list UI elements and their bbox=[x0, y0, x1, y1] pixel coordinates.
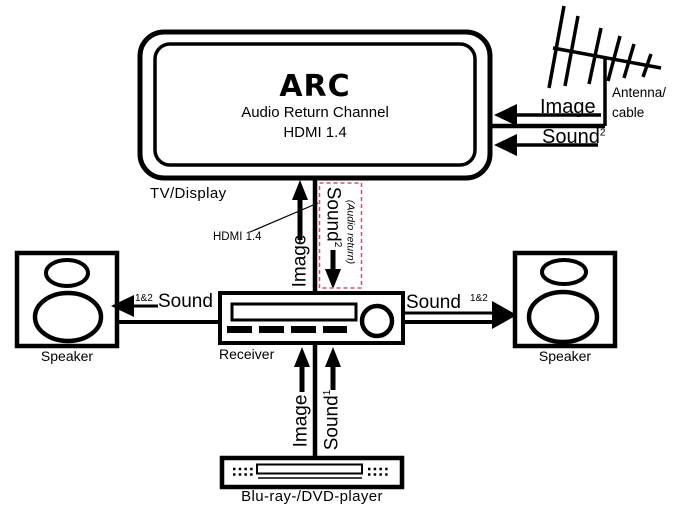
receiver-caption: Receiver bbox=[219, 346, 275, 362]
tv-inner-box bbox=[153, 42, 477, 167]
hdmi-note-pointer-line bbox=[249, 202, 319, 233]
right-speaker-box bbox=[512, 250, 618, 349]
arc-title: ARC bbox=[279, 69, 351, 104]
hdmi-note: HDMI 1.4 bbox=[213, 231, 262, 243]
left-speaker-box bbox=[14, 250, 120, 349]
audio-return-sound-text: Sound bbox=[322, 186, 344, 242]
tv-display-caption: TV/Display bbox=[150, 185, 227, 202]
bluray-caption: Blu-ray-/DVD-player bbox=[241, 488, 383, 505]
right-sound-sup: 1&2 bbox=[470, 293, 488, 304]
bluray-box bbox=[219, 455, 405, 490]
left-sound-sup: 1&2 bbox=[135, 293, 153, 304]
left-sound-label: Sound bbox=[158, 291, 213, 312]
audio-return-note: (Audio return) bbox=[344, 199, 357, 265]
left-speaker-caption: Speaker bbox=[40, 348, 94, 364]
antenna-sound-arrow bbox=[494, 134, 598, 156]
receiver-display bbox=[230, 302, 358, 322]
audio-return-highlight-box bbox=[318, 182, 363, 289]
right-sound-arrow bbox=[404, 301, 517, 329]
antenna-caption-line1: Antenna/ bbox=[612, 85, 667, 100]
right-speaker-caption: Speaker bbox=[538, 348, 592, 364]
antenna-sound-label: Sound2 bbox=[542, 127, 605, 147]
antenna-sound-sup: 2 bbox=[599, 127, 606, 139]
antenna-icon bbox=[490, 5, 662, 129]
bluray-image-arrow bbox=[294, 347, 310, 392]
arc-hdmi-spec: HDMI 1.4 bbox=[283, 124, 347, 141]
arc-subtitle: Audio Return Channel bbox=[241, 104, 389, 121]
antenna-image-label: Image bbox=[540, 96, 596, 118]
bluray-sound-arrow bbox=[325, 347, 341, 390]
audio-return-sound-sup: 2 bbox=[331, 241, 343, 248]
bluray-sound-text: Sound bbox=[321, 395, 343, 451]
antenna-caption-line2: cable bbox=[612, 104, 645, 120]
left-sound-arrow bbox=[111, 295, 158, 317]
receiver-box bbox=[218, 291, 405, 345]
tv-image-arrow bbox=[292, 180, 308, 240]
audio-return-sound-label: Sound2 bbox=[322, 186, 344, 248]
antenna-sound-text: Sound bbox=[542, 126, 600, 148]
receiver-knob bbox=[359, 303, 395, 339]
antenna-image-arrow bbox=[494, 104, 601, 126]
right-sound-label: Sound bbox=[406, 292, 461, 313]
bluray-image-label: Image bbox=[290, 394, 312, 448]
bluray-tray bbox=[256, 463, 363, 475]
tv-image-label: Image bbox=[289, 234, 311, 288]
bluray-sound-sup: 1 bbox=[322, 389, 334, 396]
antenna-caption: Antenna/ cable bbox=[612, 83, 666, 122]
audio-return-arrow bbox=[325, 250, 341, 289]
bluray-sound-label: Sound1 bbox=[321, 389, 343, 451]
